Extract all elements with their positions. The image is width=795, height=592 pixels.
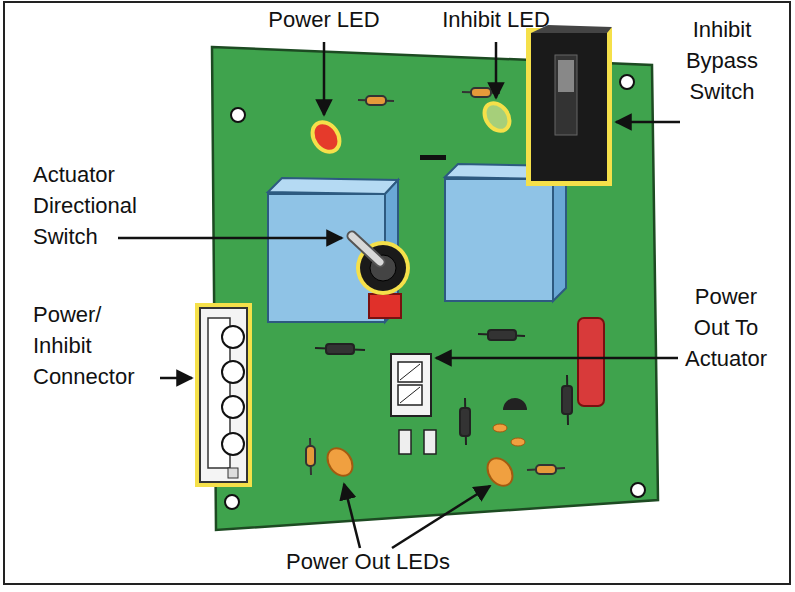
diodes [315,330,572,445]
power-led [307,117,345,157]
small-capacitor [493,424,507,432]
callout-label: Power Out LEDs [238,546,498,577]
callout-label: Power/ Inhibit Connector [33,299,155,392]
frame [4,2,790,584]
power-out-led [482,453,517,490]
power-out-led [322,443,357,480]
actuator-connector [391,354,431,416]
transistor [503,398,527,410]
power-connector [195,303,252,487]
relays [268,164,566,322]
slide-switch [526,25,612,186]
callout-label: Inhibit LED [416,4,576,35]
callout-label: Power LED [244,4,404,35]
leader-arrows [118,42,680,548]
jumper [420,155,446,160]
callout-label: Inhibit Bypass Switch [663,14,781,107]
inhibit-led [479,98,514,135]
toggle-switch [352,236,410,318]
capacitor [578,318,604,406]
small-capacitor [511,438,525,446]
solder-pads [399,430,436,454]
callout-label: Power Out To Actuator [675,281,777,374]
callout-label: Actuator Directional Switch [33,159,168,252]
